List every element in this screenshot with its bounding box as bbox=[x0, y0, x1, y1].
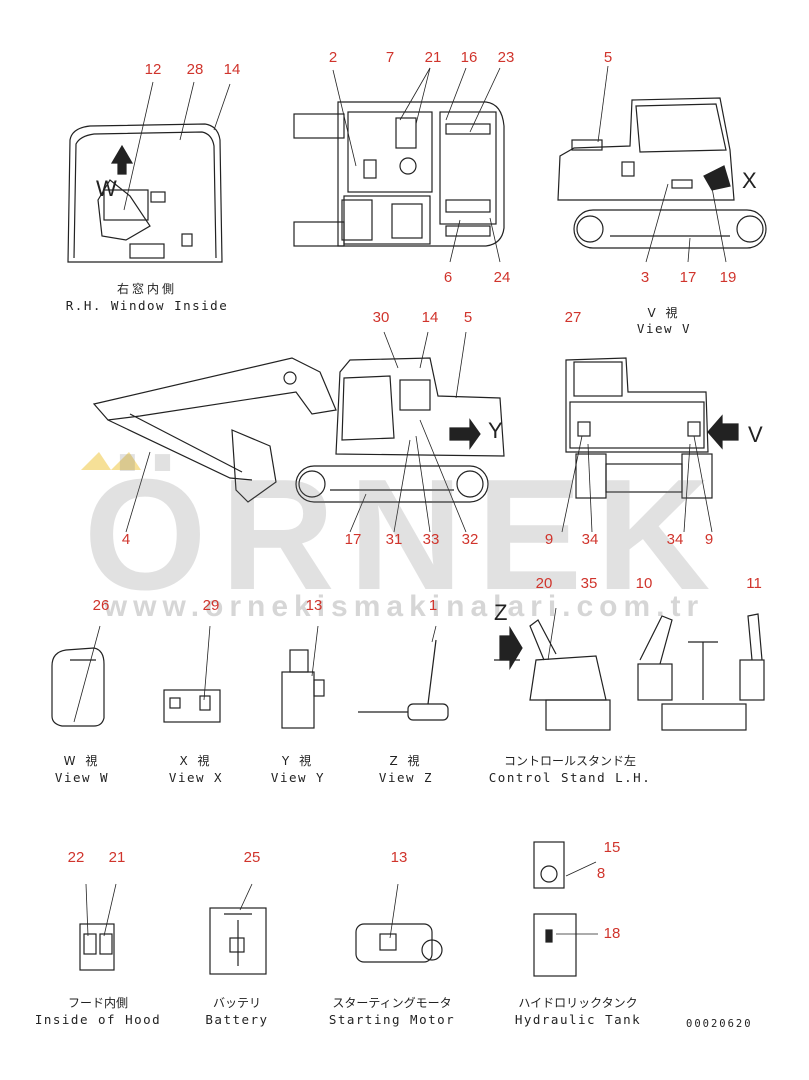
view-letter-y: Y bbox=[488, 418, 503, 443]
callout-20: 20 bbox=[535, 575, 553, 592]
starting-motor-drawing bbox=[355, 923, 443, 963]
callout-18: 18 bbox=[603, 925, 621, 942]
control-stand-lh-drawing bbox=[494, 619, 611, 731]
view-letter-z: Z bbox=[494, 600, 508, 625]
callout-31: 31 bbox=[385, 531, 403, 548]
caption-hood-jp: フード内側 bbox=[67, 996, 129, 1010]
rh-window-inside-drawing bbox=[67, 123, 223, 263]
leader-lines bbox=[73, 65, 727, 939]
callout-14: 14 bbox=[223, 61, 241, 78]
caption-hood-en: Inside of Hood bbox=[34, 1012, 162, 1027]
callout-12: 12 bbox=[144, 61, 162, 78]
caption-view-z-jp: Z 視 bbox=[389, 754, 423, 768]
callout-13: 13 bbox=[305, 597, 323, 614]
callout-22: 22 bbox=[67, 849, 85, 866]
view-z-drawing bbox=[358, 639, 449, 721]
caption-hydraulic-tank-en: Hydraulic Tank bbox=[514, 1012, 642, 1027]
caption-view-v-en: View V bbox=[636, 321, 692, 336]
callout-7: 7 bbox=[385, 49, 395, 66]
caption-view-v-jp: V 視 bbox=[647, 306, 681, 320]
callout-21-hood: 21 bbox=[108, 849, 126, 866]
callout-21: 21 bbox=[424, 49, 442, 66]
caption-control-stand-jp: コントロールスタンド左 bbox=[503, 754, 637, 768]
view-v-drawing bbox=[565, 357, 739, 499]
watermark-url: www.ornekismakinalari.com.tr bbox=[103, 590, 705, 623]
view-x-drawing bbox=[163, 689, 221, 723]
view-w-drawing bbox=[51, 647, 105, 727]
view-letter-w: W bbox=[96, 176, 117, 201]
view-y-drawing bbox=[281, 649, 325, 729]
drawing-reference-number: 00020620 bbox=[686, 1018, 753, 1030]
caption-hydraulic-tank-jp: ハイドロリックタンク bbox=[518, 996, 638, 1010]
caption-starting-motor-en: Starting Motor bbox=[328, 1012, 456, 1027]
caption-starting-motor-jp: スターティングモータ bbox=[332, 996, 452, 1010]
callout-33: 33 bbox=[422, 531, 440, 548]
caption-view-w-en: View W bbox=[54, 770, 110, 785]
caption-view-x-en: View X bbox=[168, 770, 224, 785]
callout-17: 17 bbox=[679, 269, 697, 286]
callout-26: 26 bbox=[92, 597, 110, 614]
callout-11: 11 bbox=[746, 575, 762, 592]
caption-view-x-jp: X 視 bbox=[179, 754, 213, 768]
callout-34-right: 34 bbox=[666, 531, 684, 548]
callout-5-main: 5 bbox=[463, 309, 473, 326]
hydraulic-tank-drawing bbox=[533, 841, 577, 977]
watermark-accent-dots bbox=[81, 452, 141, 470]
callout-13-motor: 13 bbox=[390, 849, 408, 866]
callout-3: 3 bbox=[640, 269, 650, 286]
inside-of-hood-drawing bbox=[79, 923, 115, 971]
caption-view-z-en: View Z bbox=[378, 770, 434, 785]
callout-5: 5 bbox=[603, 49, 613, 66]
callout-2: 2 bbox=[328, 49, 338, 66]
caption-battery-jp: バッテリ bbox=[212, 996, 262, 1010]
caption-view-w-jp: W 視 bbox=[63, 754, 101, 768]
callout-6: 6 bbox=[443, 269, 453, 286]
callout-30: 30 bbox=[372, 309, 390, 326]
caption-battery-en: Battery bbox=[205, 1012, 269, 1027]
callout-23: 23 bbox=[497, 49, 515, 66]
caption-control-stand-en: Control Stand L.H. bbox=[488, 770, 652, 785]
callout-15: 15 bbox=[603, 839, 621, 856]
callout-19: 19 bbox=[719, 269, 737, 286]
callout-28: 28 bbox=[186, 61, 204, 78]
callout-35: 35 bbox=[580, 575, 598, 592]
callout-17-main: 17 bbox=[344, 531, 362, 548]
callout-16: 16 bbox=[460, 49, 478, 66]
control-stand-rh-drawing bbox=[637, 613, 765, 731]
callout-9-right: 9 bbox=[704, 531, 714, 548]
battery-drawing bbox=[209, 907, 267, 975]
caption-rh-window-jp: 右窓内側 bbox=[116, 282, 178, 296]
callout-29: 29 bbox=[202, 597, 220, 614]
caption-view-y-jp: Y 視 bbox=[281, 754, 315, 768]
callout-4: 4 bbox=[121, 531, 131, 548]
callout-10: 10 bbox=[635, 575, 653, 592]
callout-14-main: 14 bbox=[421, 309, 439, 326]
side-view-drawing bbox=[557, 97, 767, 249]
callout-8: 8 bbox=[596, 865, 606, 882]
callout-24: 24 bbox=[493, 269, 511, 286]
top-view-drawing bbox=[293, 101, 505, 247]
excavator-side-view-drawing bbox=[92, 357, 505, 503]
caption-view-y-en: View Y bbox=[270, 770, 326, 785]
caption-rh-window-en: R.H. Window Inside bbox=[65, 298, 229, 313]
view-letter-v: V bbox=[748, 422, 763, 447]
callout-34-left: 34 bbox=[581, 531, 599, 548]
callout-25: 25 bbox=[243, 849, 261, 866]
watermark-brand: ÖRNEK bbox=[83, 447, 725, 623]
callout-27: 27 bbox=[564, 309, 582, 326]
callout-32: 32 bbox=[461, 531, 479, 548]
callout-9-left: 9 bbox=[544, 531, 554, 548]
view-letter-x: X bbox=[742, 168, 757, 193]
callout-1: 1 bbox=[428, 597, 438, 614]
